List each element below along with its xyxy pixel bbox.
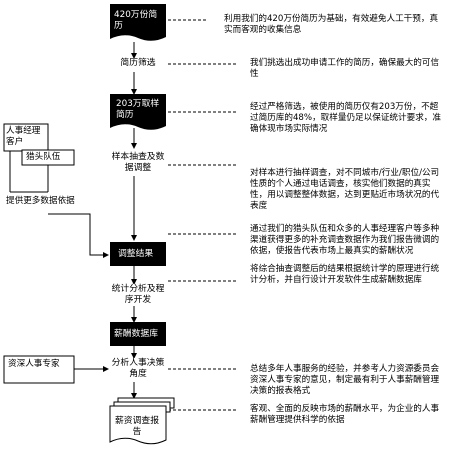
node-label-spotcheck: 样本抽查及数据调整 (110, 152, 166, 174)
box-hr-client (3, 123, 49, 152)
node-report (109, 405, 167, 445)
label-headhunter: 猎头队伍 (26, 152, 61, 162)
node-label-screening: 简历筛选 (110, 58, 166, 69)
node-label-database: 薪酬数据库 (114, 329, 158, 339)
desc-sample: 经过严格筛选，被使用的简历仅有203万份，不超过简历库的48%，取样量仍足以保证… (250, 102, 441, 134)
node-label-report: 薪资调查报告 (115, 416, 159, 437)
node-resumes-420 (110, 4, 166, 41)
label-hr-client: 人事经理客户 (6, 126, 41, 147)
node-label-stats: 统计分析及程序开发 (108, 284, 168, 306)
label-more-data: 提供更多数据依据 (6, 196, 75, 206)
node-sample-203 (110, 94, 166, 130)
desc-stats: 将综合抽查调整后的结果根据统计学的原理进行统计分析，并自行设计开发软件生成薪酬数… (250, 264, 440, 285)
desc-spotcheck: 对样本进行抽样调查，对不同城市/行业/职位/公司性质的个人通过电话调查，核实他们… (250, 168, 440, 211)
desc-report: 客观、全面的反映市场的薪酬水平，为企业的人事薪酬管理提供科学的依据 (250, 404, 440, 425)
side-arrow-data (48, 213, 109, 258)
label-expert: 资深人事专家 (8, 359, 60, 369)
node-salary-database (110, 322, 166, 346)
node-label-adjust: 调整结果 (118, 249, 154, 259)
desc-analysis: 总结多年人事服务的经验，并参考人力资源委员会资深人事专家的意见，制定最有利于人事… (250, 364, 440, 396)
node-adjust-result (110, 242, 166, 266)
node-label-sample: 203万取样简历 (116, 99, 160, 120)
desc-resumes: 利用我们的420万份简历为基础，有效避免人工干预，真实而客观的收集信息 (224, 14, 439, 35)
node-label-resumes: 420万份简历 (114, 10, 158, 31)
node-label-analysis: 分析人事决策角度 (110, 358, 166, 380)
desc-screening: 我们挑选出成功申请工作的简历，确保最大的可信性 (250, 58, 440, 79)
desc-adjust: 通过我们的猎头队伍和众多的人事经理客户等多种渠道获得更多的补充调查数据作为我们报… (250, 224, 440, 256)
box-expert (3, 355, 75, 384)
